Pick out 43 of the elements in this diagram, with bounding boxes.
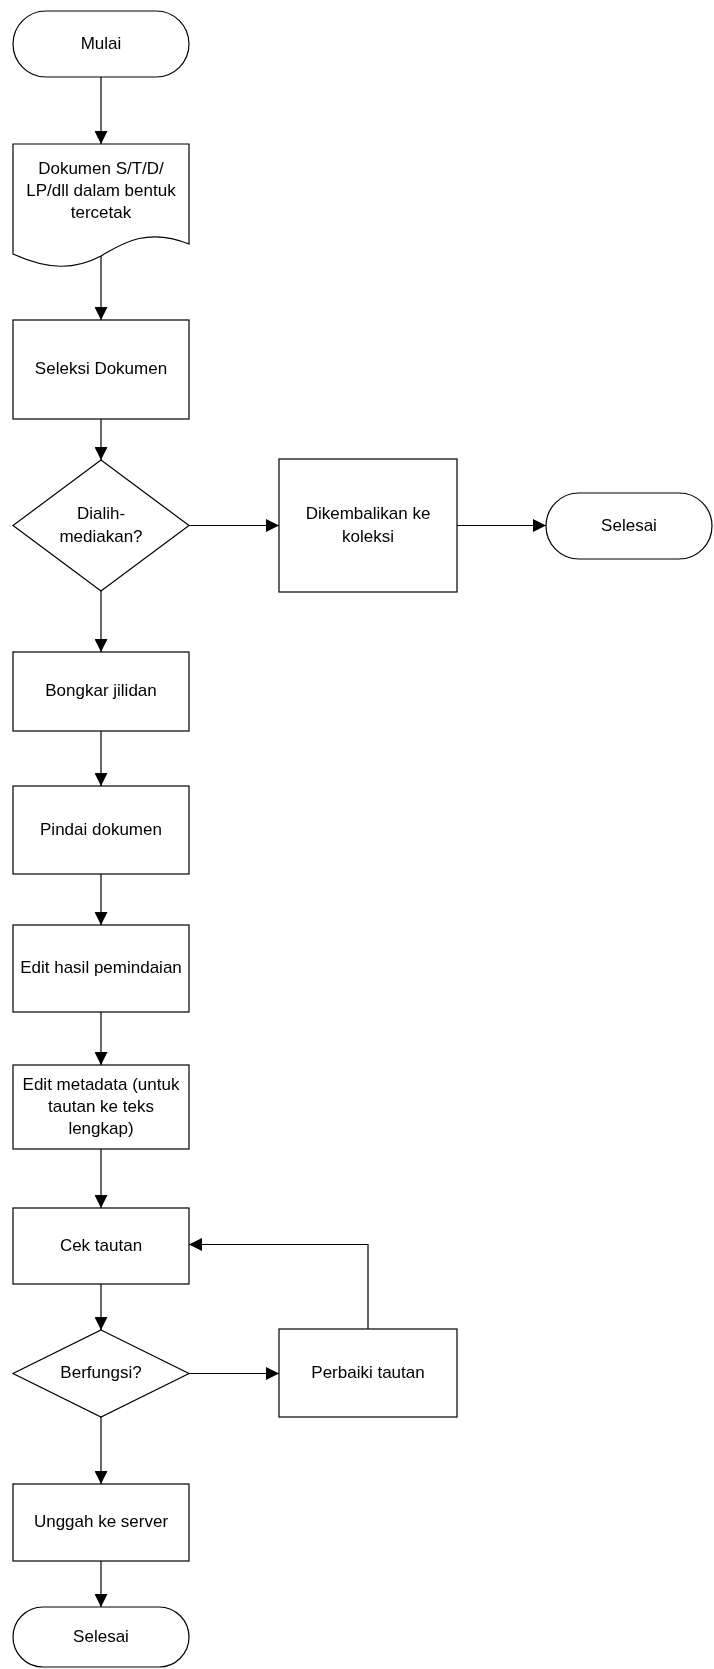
arrow bbox=[94, 730, 108, 787]
process-box bbox=[13, 320, 189, 419]
arrow bbox=[94, 1283, 108, 1331]
node-label: Dikembalikan ke koleksi bbox=[304, 503, 432, 548]
arrow bbox=[94, 255, 108, 321]
decision-diamond bbox=[13, 460, 189, 591]
arrow bbox=[188, 519, 280, 532]
arrow bbox=[94, 1011, 108, 1066]
node-label: Berfungsi? bbox=[60, 1362, 142, 1385]
node-label: Edit metadata (untuk tautan ke teks lengkap) bbox=[21, 1073, 181, 1141]
process-box bbox=[13, 925, 189, 1012]
node-label: Bongkar jilidan bbox=[45, 680, 157, 703]
process-box bbox=[279, 459, 457, 592]
process-box bbox=[13, 786, 189, 874]
terminal-shape bbox=[546, 493, 712, 559]
document-shape bbox=[13, 144, 189, 266]
arrow bbox=[94, 418, 108, 461]
arrow bbox=[94, 76, 108, 145]
terminal-shape bbox=[13, 11, 189, 77]
node-label: Unggah ke server bbox=[33, 1511, 169, 1534]
node-label: Selesai bbox=[73, 1625, 129, 1648]
node-label: Perbaiki tautan bbox=[311, 1361, 425, 1384]
arrow bbox=[94, 873, 108, 926]
process-box bbox=[13, 1484, 189, 1561]
process-box bbox=[13, 652, 189, 731]
node-label: Selesai bbox=[601, 514, 657, 537]
arrow bbox=[188, 1367, 280, 1380]
node-label: Mulai bbox=[80, 32, 122, 55]
arrow bbox=[94, 1416, 108, 1485]
decision-diamond bbox=[13, 1330, 189, 1417]
node-label: Seleksi Dokumen bbox=[34, 358, 168, 381]
process-box bbox=[279, 1329, 457, 1417]
arrow bbox=[94, 1560, 108, 1608]
arrow bbox=[94, 1148, 108, 1209]
node-label: Cek tautan bbox=[59, 1234, 143, 1257]
node-label: Edit hasil pemindaian bbox=[20, 957, 182, 980]
process-box bbox=[13, 1208, 189, 1284]
node-label: Pindai dokumen bbox=[40, 818, 162, 841]
arrow bbox=[94, 590, 108, 653]
node-label: Dialih- mediakan? bbox=[58, 503, 144, 548]
process-box bbox=[13, 1065, 189, 1149]
node-label: Dokumen S/T/D/ LP/dll dalam bentuk tercetak bbox=[25, 157, 177, 225]
terminal-shape bbox=[13, 1607, 189, 1667]
